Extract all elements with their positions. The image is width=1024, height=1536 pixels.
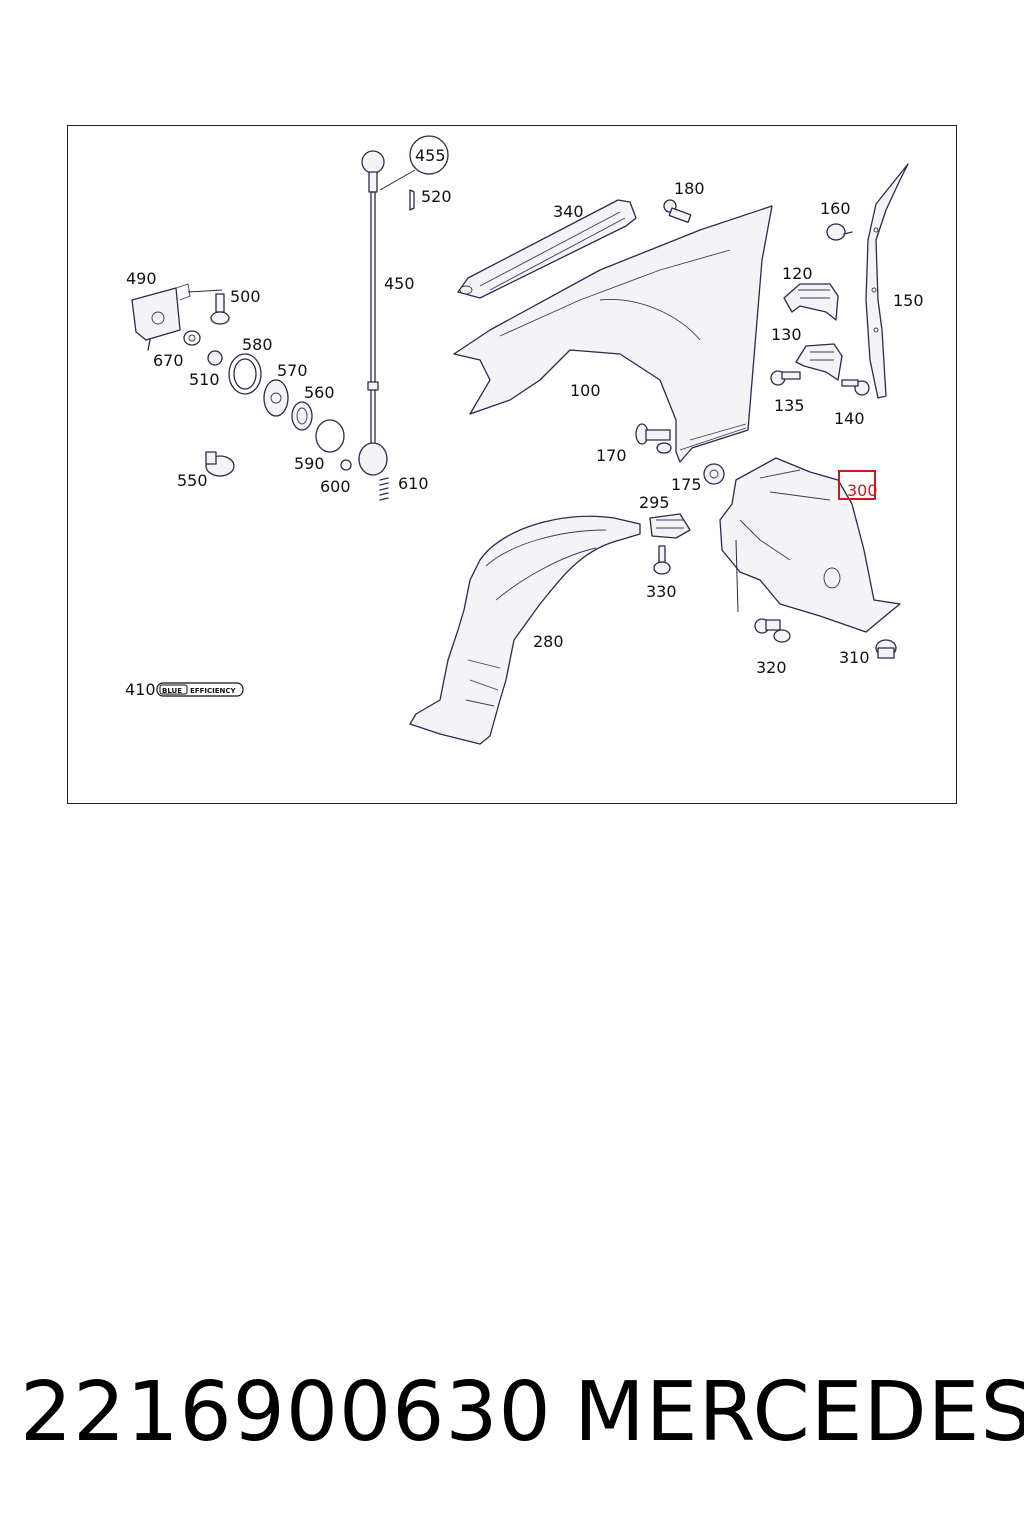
bracket-490-drawing xyxy=(131,283,191,351)
label-510: 510 xyxy=(189,370,220,389)
label-570: 570 xyxy=(277,361,308,380)
liner-280-drawing xyxy=(409,515,641,745)
blue-efficiency-badge: BLUE EFFICIENCY xyxy=(156,682,244,697)
label-580: 580 xyxy=(242,335,273,354)
highlight-box-300[interactable] xyxy=(838,470,876,500)
footer: 2216900630 MERCEDES xyxy=(0,1365,1024,1475)
label-300[interactable]: 300 xyxy=(847,481,878,500)
label-135: 135 xyxy=(774,396,805,415)
label-670: 670 xyxy=(153,351,184,370)
label-455: 455 xyxy=(415,146,446,165)
callout-circle-455 xyxy=(409,135,449,175)
clip-160-drawing xyxy=(826,223,853,241)
bolt-180-drawing xyxy=(663,199,692,224)
strip-150-drawing xyxy=(865,163,909,399)
label-450: 450 xyxy=(384,274,415,293)
label-120: 120 xyxy=(782,264,813,283)
brand-name: MERCEDES xyxy=(574,1365,1024,1460)
label-310: 310 xyxy=(839,648,870,667)
bolt-135-drawing xyxy=(770,370,801,386)
antenna-450-drawing xyxy=(358,150,416,476)
label-130: 130 xyxy=(771,325,802,344)
bolt-500-drawing xyxy=(187,289,230,325)
label-175: 175 xyxy=(671,475,702,494)
plate-570-drawing xyxy=(263,379,289,417)
label-320: 320 xyxy=(756,658,787,677)
label-560: 560 xyxy=(304,383,335,402)
label-410: 410 xyxy=(125,680,156,699)
grommet-670-drawing xyxy=(183,330,201,346)
screw-330-drawing xyxy=(653,545,671,575)
bracket-120-drawing xyxy=(783,283,839,321)
label-500: 500 xyxy=(230,287,261,306)
badge-right-text: EFFICIENCY xyxy=(190,687,236,695)
label-150: 150 xyxy=(893,291,924,310)
label-340: 340 xyxy=(553,202,584,221)
diagram-frame xyxy=(67,125,957,804)
stud-170-drawing xyxy=(635,423,672,454)
label-330: 330 xyxy=(646,582,677,601)
label-490: 490 xyxy=(126,269,157,288)
label-600: 600 xyxy=(320,477,351,496)
part-number: 2216900630 xyxy=(20,1365,552,1460)
seal-580-drawing xyxy=(228,353,262,395)
label-100: 100 xyxy=(570,381,601,400)
clip-295-drawing xyxy=(649,513,691,539)
label-140: 140 xyxy=(834,409,865,428)
bracket-130-drawing xyxy=(795,343,843,381)
label-170: 170 xyxy=(596,446,627,465)
fender-100-drawing xyxy=(453,205,773,463)
liner-300-drawing xyxy=(719,457,901,633)
badge-left-text: BLUE xyxy=(162,687,182,695)
clip-320-drawing xyxy=(754,618,791,643)
clip-550-drawing xyxy=(205,451,235,477)
label-590: 590 xyxy=(294,454,325,473)
label-280: 280 xyxy=(533,632,564,651)
spring-610-drawing xyxy=(379,477,389,501)
label-610: 610 xyxy=(398,474,429,493)
rail-340-drawing xyxy=(457,199,637,299)
label-520: 520 xyxy=(421,187,452,206)
ring-560-drawing xyxy=(291,401,313,431)
nut-510-drawing xyxy=(207,350,223,366)
nut-175-drawing xyxy=(703,463,725,485)
bolt-140-drawing xyxy=(841,379,870,396)
label-180: 180 xyxy=(674,179,705,198)
nut-310-drawing xyxy=(875,639,897,659)
label-550: 550 xyxy=(177,471,208,490)
label-295: 295 xyxy=(639,493,670,512)
label-160: 160 xyxy=(820,199,851,218)
oring-590-drawing xyxy=(315,419,345,453)
washer-600-drawing xyxy=(340,459,352,471)
